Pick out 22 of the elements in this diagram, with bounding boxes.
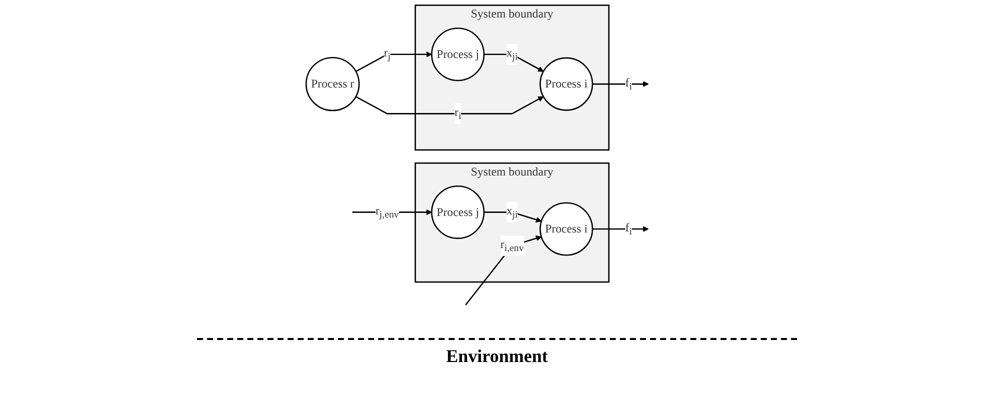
arrow	[484, 212, 542, 222]
process-circle: Process i	[540, 57, 594, 111]
process-circle: Process i	[540, 202, 594, 256]
arrow	[465, 236, 542, 306]
edge-label: x$_{ji}$	[506, 204, 518, 220]
arrow	[484, 54, 544, 72]
process-circle: Process j	[431, 185, 485, 239]
edge-label: r$_{i}$	[454, 105, 462, 122]
edge-label: x$_{ji}$	[506, 46, 518, 62]
process-circle: Process j	[431, 28, 485, 82]
arrow	[352, 209, 432, 216]
edge-label: f$_{i}$	[625, 220, 632, 237]
arrow	[356, 51, 432, 72]
arrow	[356, 96, 544, 114]
region-label: Environment	[446, 346, 548, 367]
edge-label: f$_{i}$	[625, 76, 632, 92]
edge-label: r$_{j,env}$	[375, 204, 399, 220]
process-circle: Process r	[306, 56, 360, 112]
arrow	[592, 81, 649, 87]
edge-label: r$_{i,env}$	[500, 238, 524, 254]
edge-label: r$_{j}$	[384, 46, 391, 62]
arrow	[592, 226, 649, 232]
